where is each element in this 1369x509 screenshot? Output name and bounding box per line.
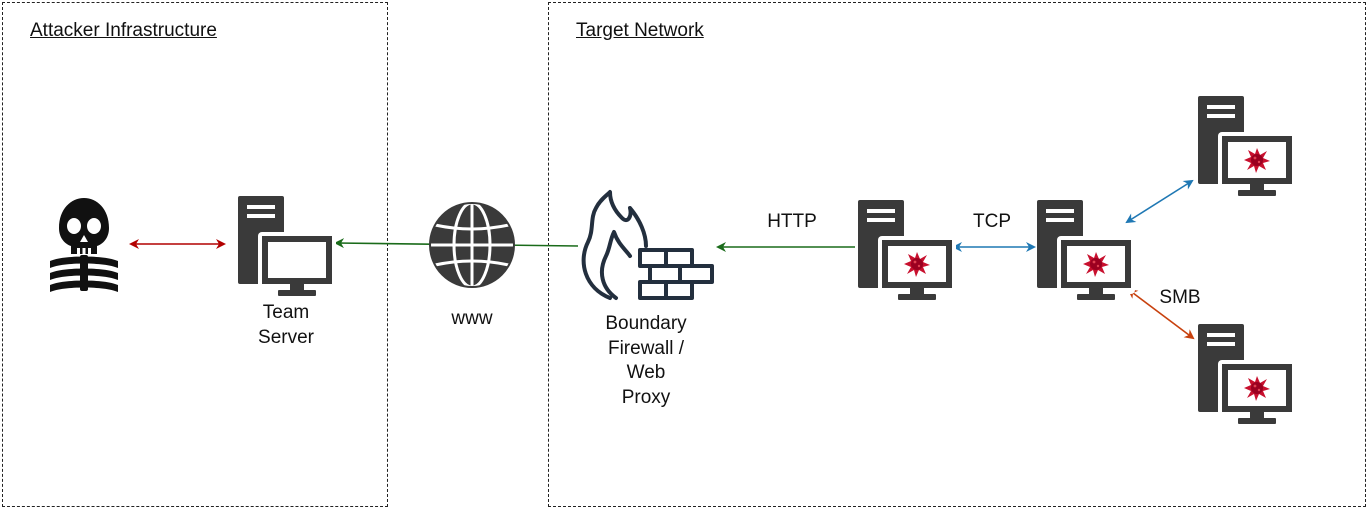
team-server-label-line2: Server xyxy=(258,326,314,348)
target-zone-title: Target Network xyxy=(576,20,704,41)
team-server-label-line1: Team xyxy=(262,302,310,323)
firewall-label-line4: Proxy xyxy=(621,386,671,408)
http-label: HTTP xyxy=(767,211,817,232)
team-server-label: Team Server xyxy=(236,301,336,350)
globe-icon xyxy=(429,201,515,289)
infected-server-icon xyxy=(1198,96,1296,196)
www-label: www xyxy=(451,308,493,329)
server-icon xyxy=(238,196,336,296)
infected-server-icon xyxy=(1037,200,1135,300)
firewall-icon xyxy=(581,190,714,300)
smb-label: SMB xyxy=(1159,287,1201,308)
tcp-upper-connector xyxy=(1125,179,1194,224)
infected-server-icon xyxy=(1198,324,1296,424)
tcp-label: TCP xyxy=(973,211,1011,232)
skull-icon xyxy=(50,198,118,292)
firewall-label-line1: Boundary xyxy=(605,313,687,334)
infected-server-icon xyxy=(858,200,956,300)
target-network-zone: Target Network xyxy=(548,2,1366,507)
firewall-label-line3: Web xyxy=(626,362,666,383)
attacker-zone-title: Attacker Infrastructure xyxy=(30,20,217,41)
smb-connector xyxy=(1127,288,1195,340)
attacker-infrastructure-zone: Attacker Infrastructure xyxy=(2,2,388,507)
firewall-label-line2: Firewall / xyxy=(607,337,684,359)
firewall-label: Boundary Firewall / Web Proxy xyxy=(586,312,706,410)
